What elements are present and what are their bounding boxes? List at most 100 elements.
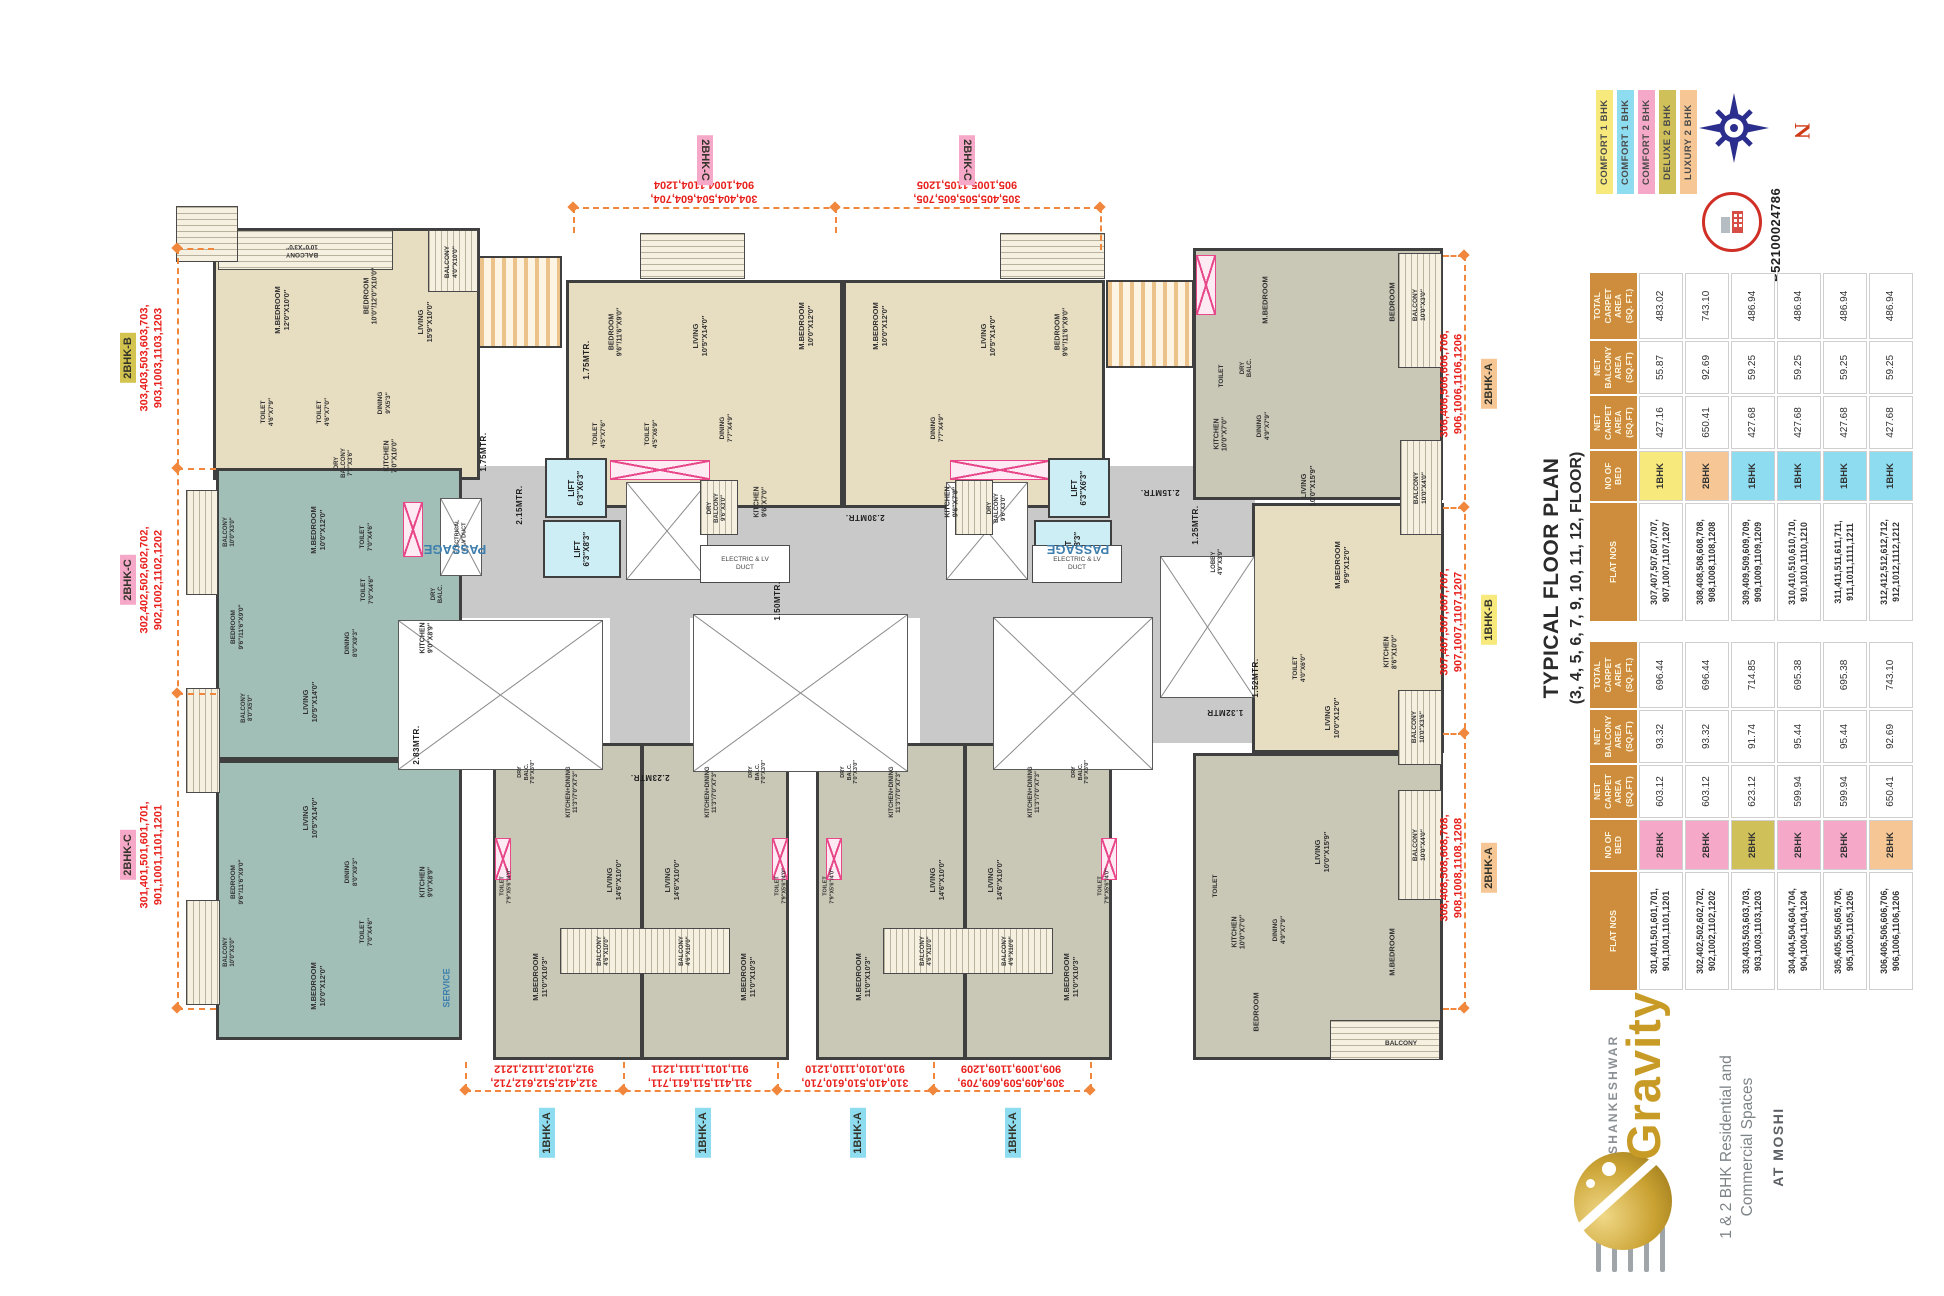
room-label: BEDROOM — [1251, 992, 1261, 1032]
flat-nos-cell: 303,403,503,603,703, 903,1003,1103,1203 — [1730, 872, 1775, 990]
total-carpet-cell: 486.94 — [1868, 273, 1913, 339]
bed-type-cell: 2BHK — [1684, 451, 1729, 501]
brand-tagline-2: Commercial Spaces — [1739, 1077, 1756, 1217]
staircase — [478, 256, 562, 348]
total-carpet-cell: 695.38 — [1776, 642, 1821, 708]
room-label: TOILET 7′0″X4′6″ — [359, 522, 374, 552]
balcony-strip — [186, 900, 220, 1005]
duct-shaft — [993, 617, 1153, 770]
dimension-node — [567, 201, 579, 213]
legend-item: COMFORT 2 BHK — [1638, 90, 1655, 194]
dimension-node — [829, 201, 841, 213]
duct-shaft — [1160, 556, 1255, 698]
dimension-line — [177, 248, 214, 250]
room-label: LIVING 10′5″X14′0″ — [301, 681, 319, 723]
column-header: NO OF BED — [1590, 451, 1637, 501]
unit-type-tag: 2BHK-C — [697, 135, 713, 185]
total-carpet-cell: 483.02 — [1638, 273, 1683, 339]
room-label: BALCONY 10′0″X3′0″ — [222, 937, 236, 967]
total-carpet-cell: 695.38 — [1822, 642, 1867, 708]
room-label: M.BEDROOM 11′0″X10′3″ — [1062, 953, 1080, 1001]
room-label: TOILET 4′5″X7′6″ — [592, 419, 607, 449]
room-label: M.BEDROOM 10′0″X12′0″ — [309, 506, 327, 554]
dimension-label: 2.30MTR. — [845, 512, 885, 522]
room-label: TOILET 4′6″X7′0″ — [316, 397, 331, 427]
total-carpet-cell: 743.10 — [1684, 273, 1729, 339]
net-carpet-cell: 603.12 — [1638, 765, 1683, 818]
balcony-strip — [560, 928, 730, 974]
room-label: LOBBY 4′9″X3′9″ — [1210, 549, 1224, 575]
bed-type-cell: 1BHK — [1638, 451, 1683, 501]
dimension-label: 1.75MTR. — [582, 340, 592, 380]
room-label: M.BEDROOM 12′0″X10′0″ — [273, 286, 291, 334]
unit-type-tag: 2BHK-A — [1481, 843, 1497, 893]
duct-shaft — [398, 620, 603, 770]
room-label: BEDROOM — [1387, 282, 1397, 322]
net-carpet-cell: 427.16 — [1638, 396, 1683, 449]
room-label: DINING 8′0″X9′3″ — [344, 628, 359, 658]
lift: LIFT 6′3″X6′3″ — [545, 458, 607, 518]
room-label: TOILET 4′6″X7′9″ — [260, 397, 275, 427]
unit-type-tag: 2BHK-B — [120, 333, 136, 383]
room-label: LIVING 14′6″X10′0″ — [928, 859, 946, 901]
duct-shaft — [693, 614, 908, 772]
dimension-node — [927, 1084, 939, 1096]
total-carpet-cell: 696.44 — [1684, 642, 1729, 708]
room-label: DRY BALC. 7′0″X3′0″ — [1071, 760, 1091, 784]
column-header: NET CARPET AREA (SQ.FT) — [1590, 396, 1637, 449]
room-label: M.BEDROOM — [1260, 276, 1270, 324]
dimension-line — [1100, 207, 1102, 250]
net-balcony-cell: 59.25 — [1868, 341, 1913, 394]
room-label: BALCONY 4′6″X10′0″ — [1001, 936, 1015, 966]
column-header: TOTAL CARPET AREA (SQ. FT.) — [1590, 642, 1637, 708]
room-label: M.BEDROOM 11′0″X10′3″ — [854, 953, 872, 1001]
dimension-label: 1.52MTR. — [1251, 658, 1261, 698]
room-label: BALCONY 10′0″X4′0″ — [1413, 471, 1428, 505]
flat-numbers-label: 302,402,502,602,702, 902,1002,1102,1202 — [138, 526, 165, 634]
room-label: BALCONY 10′0″X3′6″ — [1411, 710, 1426, 744]
unit-type-tag: 2BHK-C — [959, 135, 975, 185]
dimension-line — [177, 693, 216, 695]
unit-type-tag: 1BHK-A — [1005, 1108, 1021, 1158]
room-label: LIVING 14′6″X10′0″ — [986, 859, 1004, 901]
flat-nos-cell: 304,404,504,604,704, 904,1004,1104,1204 — [1776, 872, 1821, 990]
room-label: KITCHEN 7′0″X10′0″ — [383, 438, 399, 474]
service-slab — [950, 460, 1050, 480]
dimension-line — [1464, 255, 1466, 1008]
gravity-logo-icon — [1574, 1152, 1672, 1250]
brand-tagline-1: 1 & 2 BHK Residential and — [1718, 1055, 1735, 1239]
column-header: NO OF BED — [1590, 820, 1637, 870]
net-carpet-cell: 650.41 — [1868, 765, 1913, 818]
net-balcony-cell: 93.32 — [1638, 710, 1683, 763]
net-carpet-cell: 427.68 — [1822, 396, 1867, 449]
total-carpet-cell: 486.94 — [1822, 273, 1867, 339]
bed-type-cell: 2BHK — [1868, 820, 1913, 870]
balcony-strip — [955, 480, 993, 535]
service-slab — [610, 460, 710, 480]
service-slab — [772, 838, 788, 880]
dimension-label: 2.23MTR. — [630, 772, 670, 782]
room-label: KITCHEN+DINING 11′3″/7′0″X7′3″ — [1027, 766, 1041, 818]
balcony-strip — [1398, 253, 1442, 368]
room-label: BALCONY 4′6″X10′0″ — [596, 936, 610, 966]
room-label: DRY BALCONY 9′6″X3′0″ — [987, 493, 1008, 523]
net-balcony-cell: 55.87 — [1638, 341, 1683, 394]
net-balcony-cell: 91.74 — [1730, 710, 1775, 763]
north-label: N — [1790, 123, 1816, 139]
column-header: NET BALCONY AREA (SQ.FT) — [1590, 710, 1637, 763]
dimension-node — [459, 1084, 471, 1096]
electric-lv-duct: ELECTRIC & LV DUCT — [1032, 545, 1122, 583]
project-name: Gravity — [1617, 991, 1670, 1160]
dimension-node — [1458, 249, 1470, 261]
net-balcony-cell: 59.25 — [1730, 341, 1775, 394]
balcony-strip — [1398, 790, 1442, 900]
bed-type-cell: 1BHK — [1868, 451, 1913, 501]
legend-item: COMFORT 1 BHK — [1617, 90, 1634, 194]
total-carpet-cell: 696.44 — [1638, 642, 1683, 708]
room-label: TOILET 4′5″X6′9″ — [644, 419, 659, 449]
net-balcony-cell: 59.25 — [1822, 341, 1867, 394]
dimension-node — [171, 687, 183, 699]
dimension-line — [623, 1062, 625, 1090]
